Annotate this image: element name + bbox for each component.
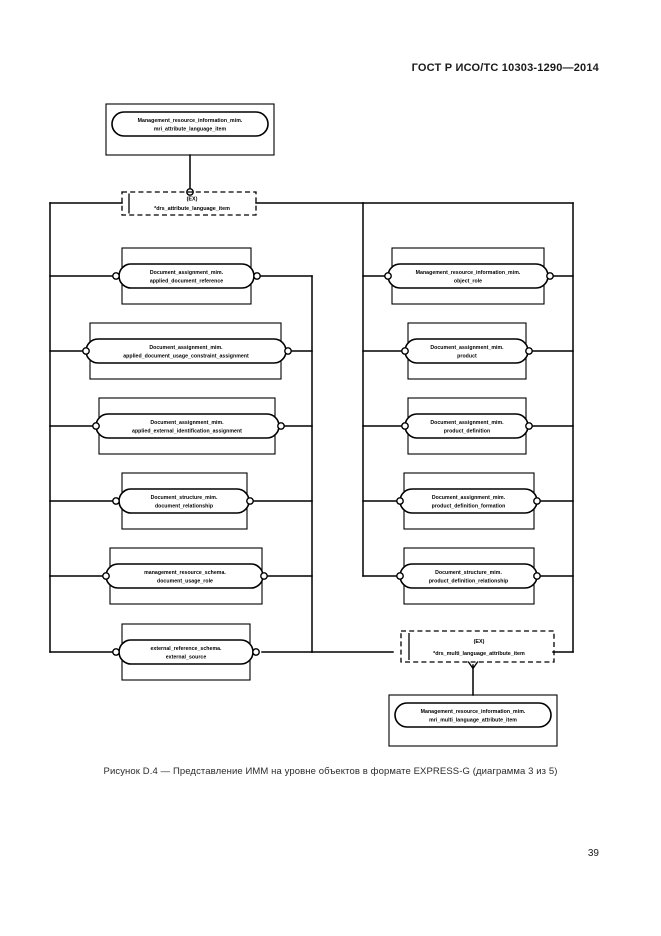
right-3-label-line2: product_definition [444,429,490,435]
bottom-entity-label-line2: mri_multi_language_attribute_item [429,718,517,724]
node-left-1[interactable]: Document_assignment_mim. applied_documen… [112,247,261,305]
right-1-out-dot [546,272,554,280]
left-5-label-line1: management_resource_schema. [144,570,226,576]
ex-top-name: *drs_attribute_language_item [154,206,230,212]
bottom-entity-label-line1: Management_resource_information_mim. [421,709,526,715]
ex-bottom-tag: (EX) [474,639,485,645]
node-ex-top[interactable]: (EX) *drs_attribute_language_item [121,191,257,216]
left-4-label-line1: Document_structure_mim. [151,495,218,501]
node-ex-bottom[interactable]: (EX) *drs_multi_language_attribute_item [400,630,555,663]
express-g-figure: Management_resource_information_mim. mri… [0,90,661,760]
node-top-entity[interactable]: Management_resource_information_mim. mri… [105,103,275,156]
ex-top-tag: (EX) [187,197,198,203]
node-right-1[interactable]: Management_resource_information_mim. obj… [384,247,554,305]
right-3-out-dot [525,422,533,430]
left-3-in-dot [92,422,100,430]
ex-bottom-arrow [467,661,479,670]
top-entity-frame [105,103,275,156]
page-number: 39 [587,848,599,859]
bottom-entity-box[interactable] [394,702,552,728]
left-2-label-line2: applied_document_usage_constraint_assign… [123,354,249,360]
left-6-out-dot [252,648,260,656]
ex-bottom-name: *drs_multi_language_attribute_item [433,651,525,657]
right-3-in-dot [401,422,409,430]
left-1-out-dot [253,272,261,280]
right-5-label-line1: Document_structure_mim. [435,570,502,576]
left-1-in-dot [112,272,120,280]
right-1-label-line1: Management_resource_information_mim. [416,270,521,276]
left-6-label-line2: external_source [166,655,207,661]
top-entity-label-line2: mri_attribute_language_item [154,127,227,133]
left-6-in-dot [112,648,120,656]
node-left-2[interactable]: Document_assignment_mim. applied_documen… [82,322,292,380]
ex-top-frame[interactable] [121,191,257,216]
node-right-3[interactable]: Document_assignment_mim. product_definit… [401,397,533,455]
right-2-out-dot [525,347,533,355]
left-2-label-line1: Document_assignment_mim. [149,345,223,351]
left-4-in-dot [112,497,120,505]
node-right-2[interactable]: Document_assignment_mim. product [401,322,533,380]
node-bottom-entity[interactable]: Management_resource_information_mim. mri… [388,694,558,747]
left-3-label-line1: Document_assignment_mim. [150,420,224,426]
left-6-label-line1: external_reference_schema. [150,646,222,652]
right-5-label-line2: product_definition_relationship [429,579,508,585]
node-left-6[interactable]: external_reference_schema. external_sour… [112,623,260,681]
right-1-label-line2: object_role [454,279,482,285]
node-right-4[interactable]: Document_assignment_mim. product_definit… [396,472,541,530]
node-left-5[interactable]: management_resource_schema. document_usa… [102,547,268,605]
right-4-in-dot [396,497,404,505]
left-5-out-dot [260,572,268,580]
express-g-svg: Management_resource_information_mim. mri… [49,103,574,747]
document-standard-header: ГОСТ Р ИСО/ТС 10303-1290—2014 [411,62,599,74]
node-left-4[interactable]: Document_structure_mim. document_relatio… [112,472,254,530]
right-4-out-dot [533,497,541,505]
right-1-in-dot [384,272,392,280]
bottom-entity-frame [388,694,558,747]
right-2-label-line1: Document_assignment_mim. [430,345,504,351]
right-5-out-dot [533,572,541,580]
right-2-in-dot [401,347,409,355]
connector-lines [49,154,574,696]
right-5-in-dot [396,572,404,580]
left-2-out-dot [284,347,292,355]
left-4-out-dot [246,497,254,505]
left-3-out-dot [277,422,285,430]
ex-bottom-frame[interactable] [400,630,555,663]
node-right-5[interactable]: Document_structure_mim. product_definiti… [396,547,541,605]
right-3-label-line1: Document_assignment_mim. [430,420,504,426]
left-3-label-line2: applied_external_identification_assignme… [132,429,242,435]
top-entity-label-line1: Management_resource_information_mim. [138,118,243,124]
top-entity-box[interactable] [111,111,269,137]
right-2-label-line2: product [457,354,477,360]
left-5-in-dot [102,572,110,580]
right-4-label-line1: Document_assignment_mim. [432,495,506,501]
left-2-in-dot [82,347,90,355]
right-4-label-line2: product_definition_formation [432,504,506,510]
left-1-label-line2: applied_document_reference [150,279,223,285]
left-1-label-line1: Document_assignment_mim. [150,270,224,276]
figure-caption: Рисунок D.4 — Представление ИММ на уровн… [103,766,558,777]
node-left-3[interactable]: Document_assignment_mim. applied_externa… [92,397,285,455]
left-4-label-line2: document_relationship [155,504,213,510]
left-5-label-line2: document_usage_role [157,579,213,585]
